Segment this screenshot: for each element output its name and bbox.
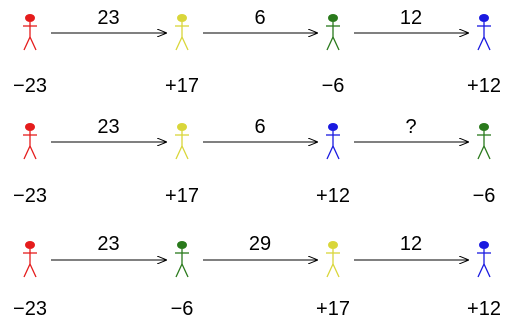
figure-left-leg [326, 145, 334, 160]
arrow-label: 6 [254, 116, 265, 138]
row-1: −23 +17 −6 +12 23 6 12 [13, 7, 501, 97]
score-value: +12 [467, 75, 501, 97]
stick-figure-green [326, 14, 340, 51]
stick-figure-red [23, 14, 37, 51]
stick-figure-green [175, 241, 189, 278]
figure-left-leg [477, 263, 485, 278]
score-value: +17 [165, 185, 199, 207]
figure-right-leg [29, 263, 37, 278]
arrow-label: 12 [400, 233, 422, 255]
arrow-label: 29 [249, 233, 271, 255]
figure-head [25, 123, 35, 131]
figure-right-leg [332, 145, 340, 160]
figure-left-leg [326, 36, 334, 51]
arrow-label: 6 [254, 7, 265, 29]
score-value: +17 [316, 298, 350, 320]
figure-right-leg [181, 36, 189, 51]
figure-left-leg [477, 145, 485, 160]
stick-figure-red [23, 241, 37, 278]
stick-figure-yellow [326, 241, 340, 278]
score-value: −23 [13, 298, 47, 320]
figure-head [25, 241, 35, 249]
stick-figure-yellow [175, 123, 189, 160]
arrow-label: 23 [97, 233, 119, 255]
figure-head [328, 14, 338, 22]
score-value: +17 [165, 75, 199, 97]
figure-left-leg [175, 145, 183, 160]
figure-right-leg [332, 263, 340, 278]
score-value: −6 [171, 298, 194, 320]
figure-left-leg [175, 36, 183, 51]
figure-head [177, 241, 187, 249]
figure-left-leg [23, 36, 31, 51]
score-value: +12 [316, 185, 350, 207]
stick-figure-blue [477, 14, 491, 51]
score-value: −23 [13, 185, 47, 207]
row-3: −23 −6 +17 +12 23 29 12 [13, 233, 501, 320]
figure-head [479, 14, 489, 22]
figure-right-leg [483, 36, 491, 51]
figure-head [177, 14, 187, 22]
figure-right-leg [483, 263, 491, 278]
score-value: −23 [13, 75, 47, 97]
figure-right-leg [483, 145, 491, 160]
arrow-label: 23 [97, 116, 119, 138]
arrow-label: ? [405, 116, 416, 138]
figure-right-leg [29, 145, 37, 160]
figure-left-leg [326, 263, 334, 278]
stick-figure-red [23, 123, 37, 160]
figure-head [479, 241, 489, 249]
stick-figure-blue [477, 241, 491, 278]
figure-right-leg [332, 36, 340, 51]
figure-head [25, 14, 35, 22]
figure-left-leg [175, 263, 183, 278]
stick-figure-green [477, 123, 491, 160]
figure-head [177, 123, 187, 131]
figure-head [479, 123, 489, 131]
row-2: −23 +17 +12 −6 23 6? [13, 116, 495, 207]
figure-head [328, 241, 338, 249]
arrow-label: 12 [400, 7, 422, 29]
stick-figure-yellow [175, 14, 189, 51]
figure-right-leg [181, 263, 189, 278]
score-value: −6 [473, 185, 496, 207]
arrow-label: 23 [97, 7, 119, 29]
figure-head [328, 123, 338, 131]
figure-left-leg [477, 36, 485, 51]
score-value: +12 [467, 298, 501, 320]
figure-left-leg [23, 263, 31, 278]
figure-right-leg [29, 36, 37, 51]
figure-right-leg [181, 145, 189, 160]
score-value: −6 [322, 75, 345, 97]
figure-left-leg [23, 145, 31, 160]
stick-figure-blue [326, 123, 340, 160]
